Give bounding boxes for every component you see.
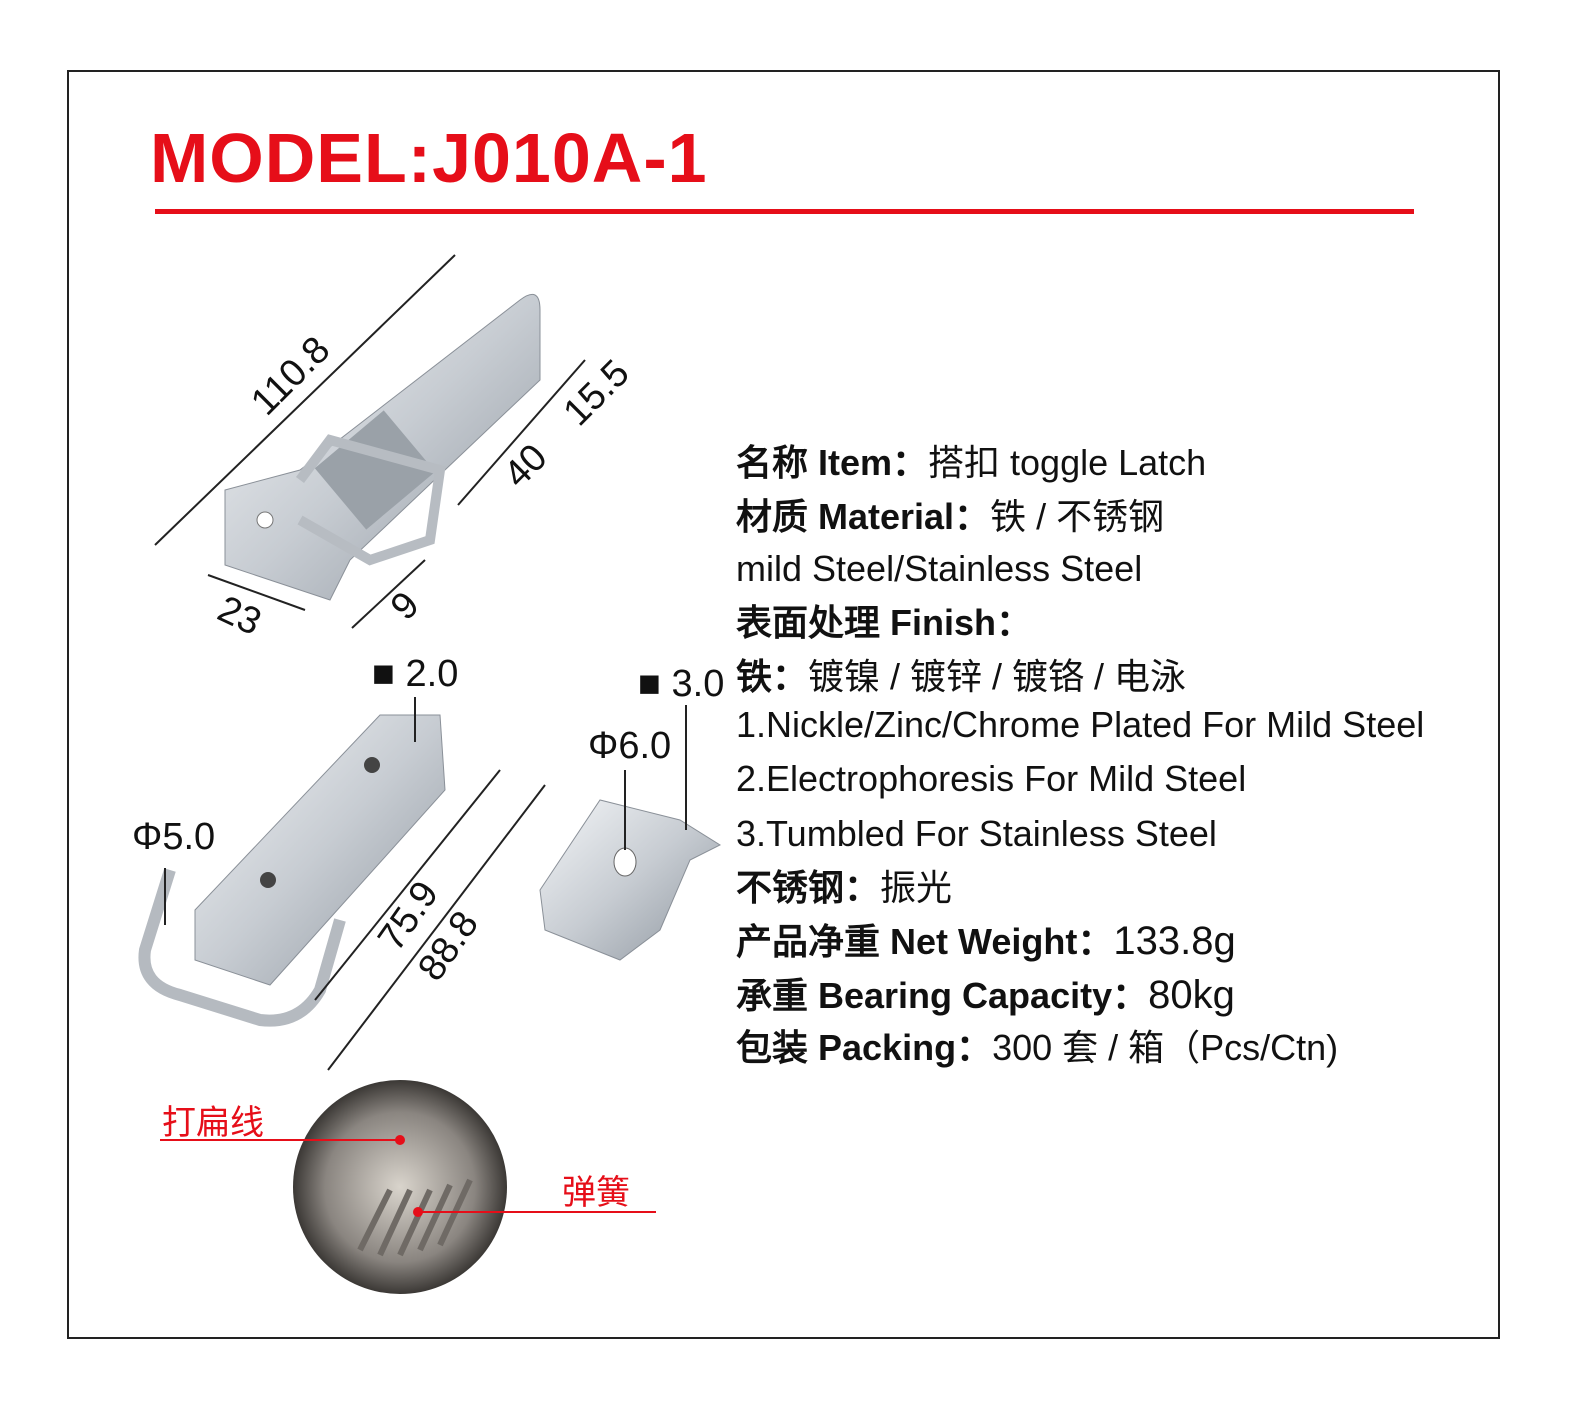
dim-hole-latch: Φ5.0	[132, 816, 216, 858]
spec-capacity-label: 承重 Bearing Capacity：	[736, 975, 1149, 1016]
spec-stainless-value: 振光	[880, 867, 953, 908]
spec-material: 材质 Material：铁 / 不锈钢	[736, 497, 1164, 537]
model-title: MODEL:J010A-1	[150, 119, 708, 197]
spec-weight: 产品净重 Net Weight：133.8g	[736, 921, 1236, 962]
dim-thickness-hook: ■ 3.0	[638, 663, 725, 705]
spec-item-label: 名称 Item：	[736, 442, 929, 483]
spec-material-label: 材质 Material：	[736, 496, 991, 537]
hook-part	[539, 799, 722, 961]
spec-item: 名称 Item：搭扣 toggle Latch	[736, 443, 1206, 483]
title-underline	[155, 209, 1414, 214]
callout-lines	[160, 1135, 656, 1217]
spec-packing: 包装 Packing：300 套 / 箱（Pcs/Ctn)	[736, 1028, 1338, 1068]
spec-packing-label: 包装 Packing：	[736, 1027, 993, 1068]
spec-weight-label: 产品净重 Net Weight：	[736, 921, 1114, 962]
spec-stainless-label: 不锈钢：	[736, 867, 881, 908]
spec-capacity: 承重 Bearing Capacity：80kg	[736, 975, 1235, 1016]
dim-hole-hook: Φ6.0	[588, 725, 672, 767]
spec-capacity-value: 80kg	[1148, 973, 1235, 1017]
spec-iron-label: 铁：	[736, 656, 809, 697]
spec-weight-value: 133.8g	[1113, 919, 1236, 963]
dimension-lines-top	[154, 254, 586, 629]
dim-thickness-latch: ■ 2.0	[372, 653, 459, 695]
callout-flat-line: 打扁线	[162, 1104, 264, 1142]
spec-packing-value: 300 套 / 箱（Pcs/Ctn)	[992, 1027, 1339, 1068]
spec-finish-label-text: 表面处理 Finish：	[736, 602, 1032, 643]
spring-detail-closeup	[293, 1080, 507, 1294]
spec-iron: 铁：镀镍 / 镀锌 / 镀铬 / 电泳	[736, 657, 1186, 697]
spec-iron-value: 镀镍 / 镀锌 / 镀铬 / 电泳	[808, 656, 1187, 697]
latch-top-view	[224, 293, 541, 601]
latch-front-view	[138, 714, 446, 1027]
spec-material-value: 铁 / 不锈钢	[990, 496, 1165, 537]
spec-stainless: 不锈钢：振光	[736, 868, 952, 908]
spec-finish-2: 2.Electrophoresis For Mild Steel	[736, 758, 1247, 799]
dimension-lines-bottom	[164, 697, 687, 1071]
callout-spring: 弹簧	[562, 1174, 630, 1212]
page-frame	[67, 70, 1500, 1339]
spec-finish-label: 表面处理 Finish：	[736, 603, 1032, 643]
spec-finish-1: 1.Nickle/Zinc/Chrome Plated For Mild Ste…	[736, 704, 1425, 745]
spec-material-en: mild Steel/Stainless Steel	[736, 548, 1143, 589]
spec-item-value: 搭扣 toggle Latch	[928, 442, 1207, 483]
spec-finish-3: 3.Tumbled For Stainless Steel	[736, 813, 1217, 854]
